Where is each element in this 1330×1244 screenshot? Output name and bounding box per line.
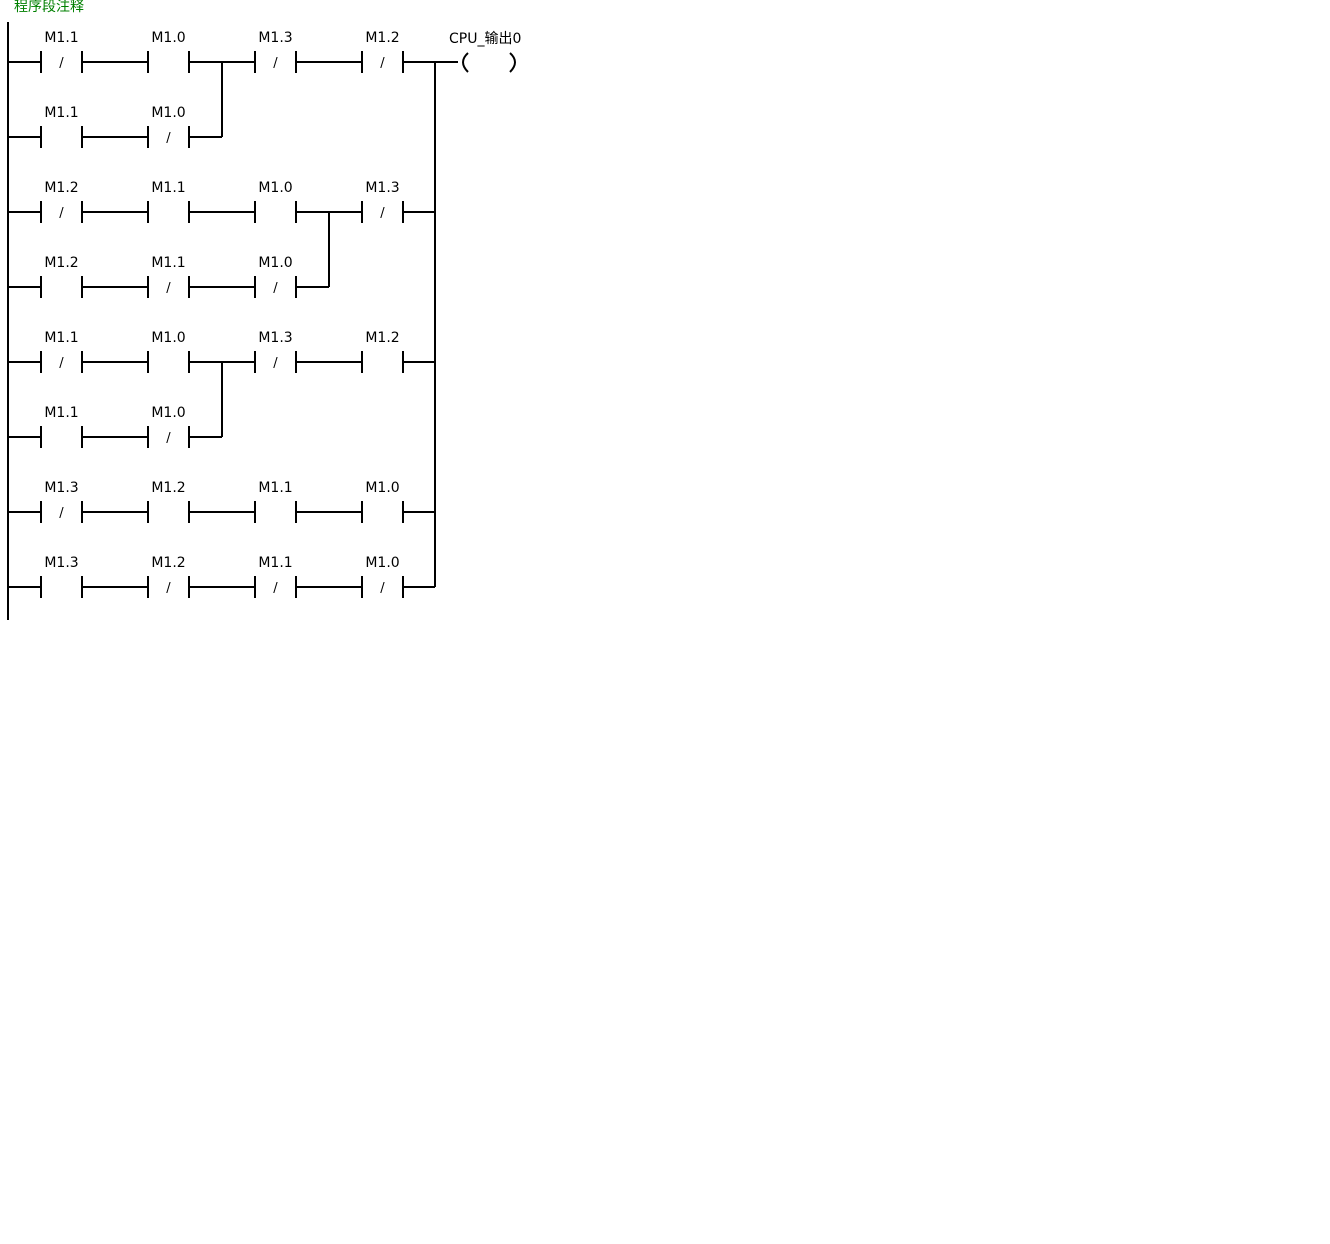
coil-label: CPU_输出0 <box>449 31 521 47</box>
contact-label: M1.0 <box>365 480 399 496</box>
contact-label: M1.0 <box>151 30 185 46</box>
nc-contact[interactable]: M1.0 / <box>254 255 297 298</box>
negation-slash-icon: / <box>380 56 385 71</box>
no-contact[interactable]: M1.3 <box>40 555 83 598</box>
contact-label: M1.1 <box>258 480 292 496</box>
contact-label: M1.2 <box>365 30 399 46</box>
negation-slash-icon: / <box>166 281 171 296</box>
contact-label: M1.3 <box>258 330 292 346</box>
negation-slash-icon: / <box>273 356 278 371</box>
negation-slash-icon: / <box>59 506 64 521</box>
contact-label: M1.1 <box>44 330 78 346</box>
nc-contact[interactable]: M1.3 / <box>40 480 83 523</box>
negation-slash-icon: / <box>59 206 64 221</box>
nc-contact[interactable]: M1.2 / <box>361 30 404 73</box>
negation-slash-icon: / <box>166 431 171 446</box>
negation-slash-icon: / <box>59 356 64 371</box>
nc-contact[interactable]: M1.1 / <box>40 330 83 373</box>
nc-contact[interactable]: M1.0 / <box>361 555 404 598</box>
negation-slash-icon: / <box>273 581 278 596</box>
no-contact[interactable]: M1.2 <box>40 255 83 298</box>
contact-label: M1.1 <box>151 255 185 271</box>
contact-label: M1.0 <box>151 105 185 121</box>
network-comment[interactable]: 程序段注释 <box>14 0 84 15</box>
contact-label: M1.2 <box>44 180 78 196</box>
no-contact[interactable]: M1.0 <box>147 30 190 73</box>
nc-contact[interactable]: M1.2 / <box>147 555 190 598</box>
nc-contact[interactable]: M1.3 / <box>254 30 297 73</box>
negation-slash-icon: / <box>59 56 64 71</box>
no-contact[interactable]: M1.1 <box>40 405 83 448</box>
nc-contact[interactable]: M1.2 / <box>40 180 83 223</box>
contact-label: M1.1 <box>258 555 292 571</box>
coil-right-paren <box>509 52 516 73</box>
contact-label: M1.0 <box>151 405 185 421</box>
no-contact[interactable]: M1.2 <box>147 480 190 523</box>
no-contact[interactable]: M1.0 <box>254 180 297 223</box>
negation-slash-icon: / <box>273 281 278 296</box>
negation-slash-icon: / <box>273 56 278 71</box>
no-contact[interactable]: M1.1 <box>254 480 297 523</box>
contact-label: M1.1 <box>44 105 78 121</box>
negation-slash-icon: / <box>166 581 171 596</box>
contact-label: M1.3 <box>44 555 78 571</box>
nc-contact[interactable]: M1.0 / <box>147 105 190 148</box>
wiring <box>7 22 458 620</box>
negation-slash-icon: / <box>380 206 385 221</box>
nc-contact[interactable]: M1.3 / <box>361 180 404 223</box>
contact-label: M1.3 <box>44 480 78 496</box>
contact-label: M1.2 <box>151 480 185 496</box>
nc-contact[interactable]: M1.1 / <box>40 30 83 73</box>
contact-label: M1.0 <box>151 330 185 346</box>
contact-label: M1.2 <box>44 255 78 271</box>
no-contact[interactable]: M1.2 <box>361 330 404 373</box>
nc-contact[interactable]: M1.1 / <box>147 255 190 298</box>
contact-label: M1.0 <box>258 180 292 196</box>
contact-label: M1.1 <box>44 405 78 421</box>
negation-slash-icon: / <box>380 581 385 596</box>
no-contact[interactable]: M1.1 <box>147 180 190 223</box>
no-contact[interactable]: M1.0 <box>147 330 190 373</box>
contact-label: M1.1 <box>44 30 78 46</box>
contact-label: M1.2 <box>365 330 399 346</box>
nc-contact[interactable]: M1.1 / <box>254 555 297 598</box>
negation-slash-icon: / <box>166 131 171 146</box>
contact-label: M1.1 <box>151 180 185 196</box>
contact-label: M1.2 <box>151 555 185 571</box>
output-coil[interactable]: CPU_输出0 <box>449 31 521 73</box>
contact-label: M1.0 <box>258 255 292 271</box>
coil-left-paren <box>462 52 469 73</box>
contact-label: M1.0 <box>365 555 399 571</box>
no-contact[interactable]: M1.0 <box>361 480 404 523</box>
contact-label: M1.3 <box>258 30 292 46</box>
contact-label: M1.3 <box>365 180 399 196</box>
nc-contact[interactable]: M1.3 / <box>254 330 297 373</box>
no-contact[interactable]: M1.1 <box>40 105 83 148</box>
nc-contact[interactable]: M1.0 / <box>147 405 190 448</box>
